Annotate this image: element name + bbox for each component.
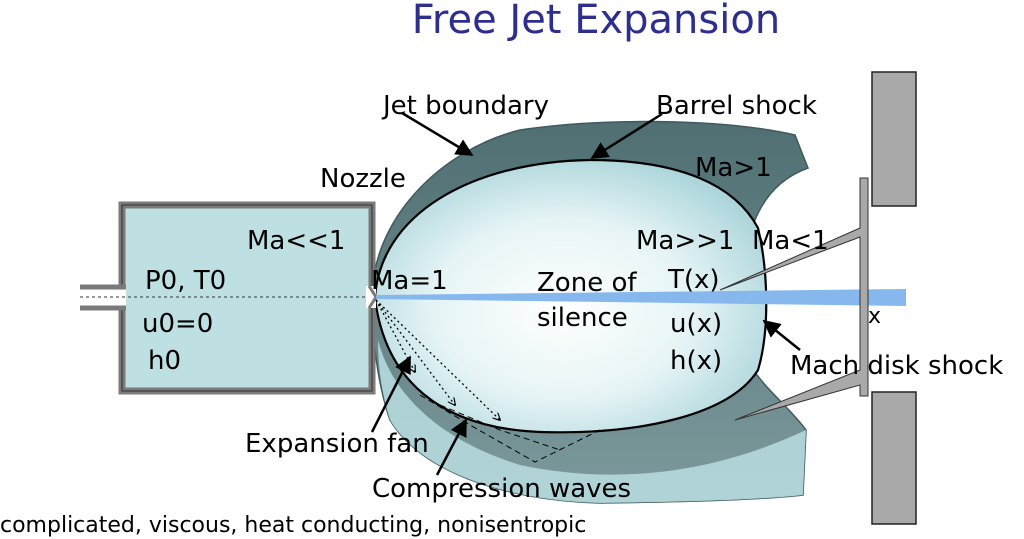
u0-label: u0=0 <box>142 309 213 339</box>
nozzle-label: Nozzle <box>320 164 406 194</box>
hx-label: h(x) <box>670 346 722 376</box>
wall-plate-bottom <box>871 391 917 525</box>
expansion-fan-rays <box>375 299 500 420</box>
expansion-fan-arrow <box>370 355 412 433</box>
compression-waves-lines <box>419 394 601 463</box>
inlet-tube <box>80 284 372 311</box>
leader-arrows <box>370 111 801 476</box>
wall-plate-top <box>871 71 917 207</box>
h0-label: h0 <box>148 346 181 376</box>
p0-t0-label: P0, T0 <box>145 266 226 296</box>
compression-waves-arrow <box>435 418 468 476</box>
ma-gt-1-label: Ma>1 <box>695 153 772 183</box>
ma-eq-1-label: Ma=1 <box>371 266 448 296</box>
jet-boundary-arrow <box>401 111 474 157</box>
ux-label: u(x) <box>670 309 722 339</box>
ma-gg-1-label: Ma>>1 <box>636 226 734 256</box>
x-axis-label: x <box>868 304 881 329</box>
jet-boundary-label: Jet boundary <box>381 91 549 121</box>
ma-lt-1-label: Ma<1 <box>752 226 829 256</box>
footnote: complicated, viscous, heat conducting, n… <box>0 513 586 538</box>
molecular-beam <box>376 289 906 306</box>
lower-plume-band <box>378 340 806 503</box>
diagram-title: Free Jet Expansion <box>412 0 780 43</box>
compression-waves-label: Compression waves <box>372 474 631 504</box>
barrel-shock-label: Barrel shock <box>656 91 817 121</box>
ma-ll-1-label: Ma<<1 <box>247 226 345 256</box>
expansion-fan-label: Expansion fan <box>245 429 429 459</box>
tx-label: T(x) <box>667 265 720 295</box>
silence-label: silence <box>537 303 628 333</box>
skimmer-cone <box>719 177 869 421</box>
mach-disk-shock-label: Mach disk shock <box>790 351 1003 381</box>
nozzle-orifice <box>366 286 376 308</box>
barrel-shock-arrow <box>590 112 663 160</box>
zone-of-label: Zone of <box>537 268 637 298</box>
mach-disk-arrow <box>762 319 801 351</box>
